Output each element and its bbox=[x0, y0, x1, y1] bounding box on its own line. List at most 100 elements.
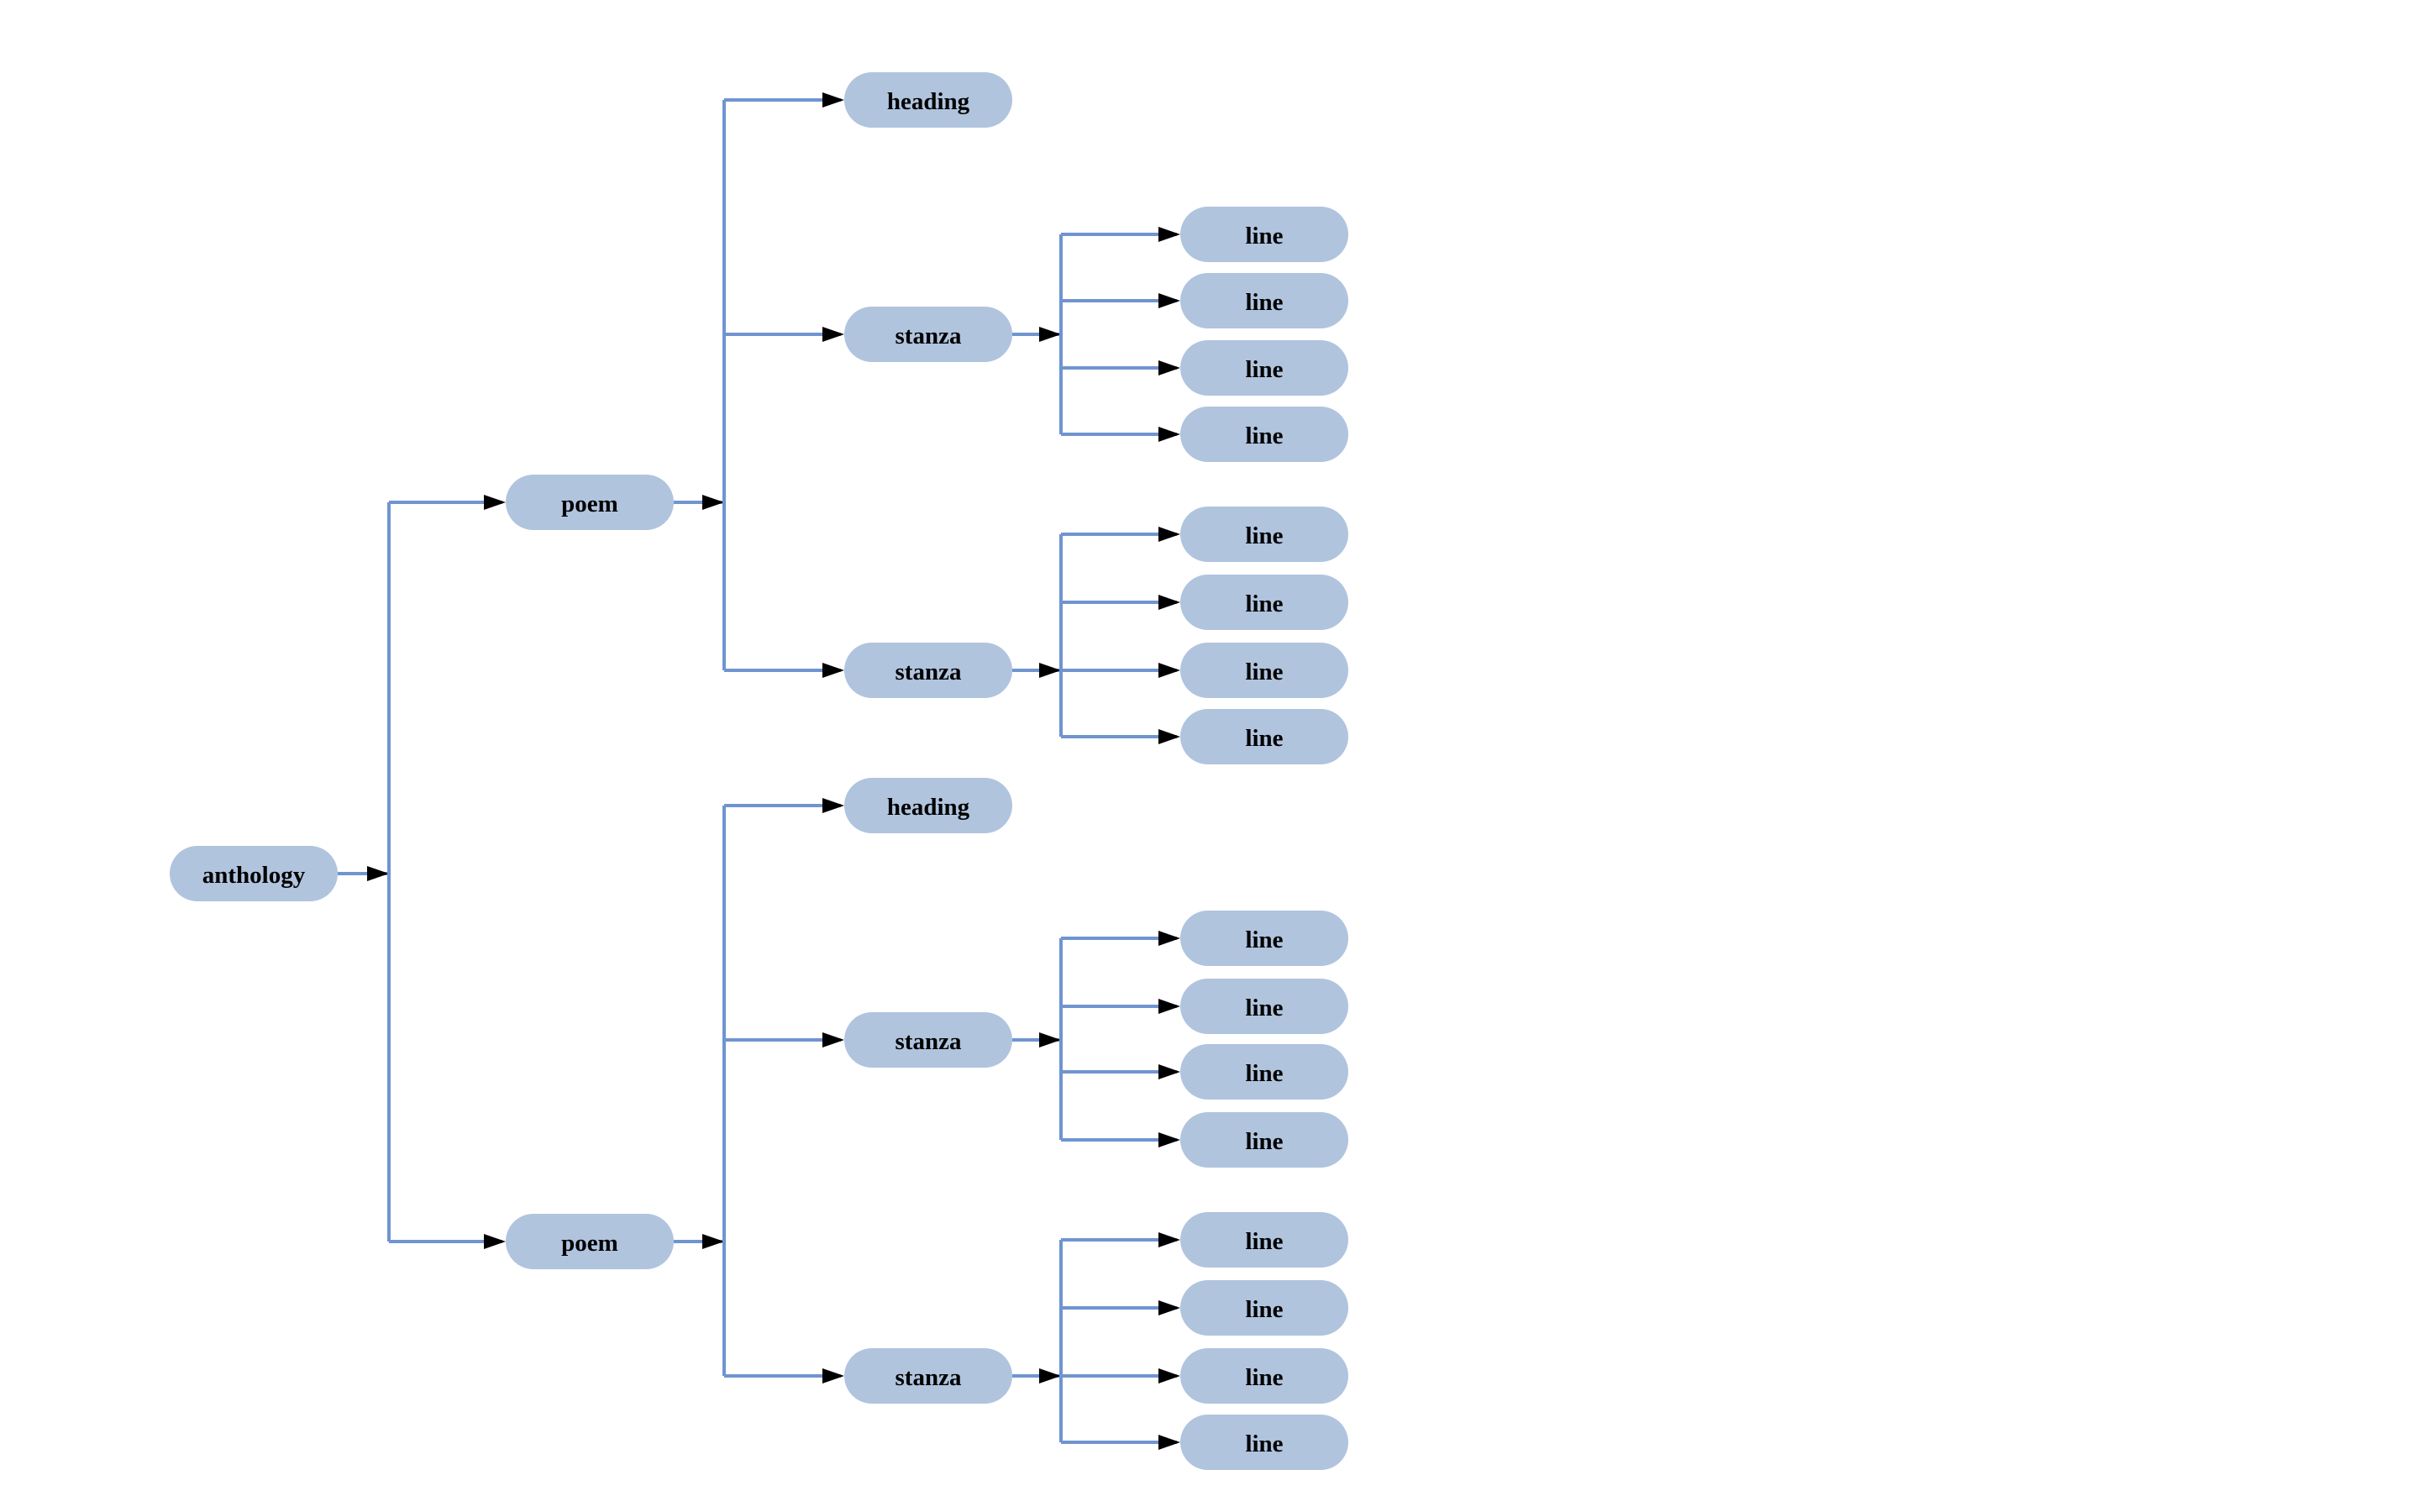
node-label: line bbox=[1245, 522, 1283, 549]
node-line-3: line bbox=[1180, 340, 1348, 396]
node-label: poem bbox=[561, 491, 618, 517]
node-label: line bbox=[1245, 289, 1283, 316]
node-shape bbox=[1180, 1112, 1348, 1168]
node-label: line bbox=[1245, 1431, 1283, 1457]
node-shape bbox=[1180, 507, 1348, 562]
arrowhead-icon bbox=[822, 1368, 844, 1383]
node-poem-1: poem bbox=[506, 475, 674, 530]
node-label: stanza bbox=[895, 323, 962, 349]
node-shape bbox=[844, 72, 1012, 128]
node-label: heading bbox=[887, 794, 970, 821]
node-shape bbox=[1180, 911, 1348, 966]
node-line-16: line bbox=[1180, 1415, 1348, 1470]
arrowhead-icon bbox=[484, 1234, 506, 1249]
arrowhead-icon bbox=[1039, 1032, 1061, 1047]
node-anthology: anthology bbox=[170, 846, 338, 901]
node-heading-1: heading bbox=[844, 72, 1012, 128]
arrowhead-icon bbox=[1158, 293, 1180, 308]
node-shape bbox=[170, 846, 338, 901]
node-line-14: line bbox=[1180, 1280, 1348, 1336]
node-stanza-2: stanza bbox=[844, 643, 1012, 698]
node-label: line bbox=[1245, 927, 1283, 953]
node-shape bbox=[844, 1012, 1012, 1068]
arrowhead-icon bbox=[1158, 729, 1180, 744]
node-line-1: line bbox=[1180, 207, 1348, 262]
node-line-10: line bbox=[1180, 979, 1348, 1034]
arrowhead-icon bbox=[822, 663, 844, 678]
node-shape bbox=[844, 307, 1012, 362]
node-label: anthology bbox=[202, 862, 306, 889]
node-heading-2: heading bbox=[844, 778, 1012, 833]
edges-layer bbox=[338, 92, 1180, 1450]
node-label: line bbox=[1245, 1364, 1283, 1391]
node-shape bbox=[1180, 1348, 1348, 1404]
node-shape bbox=[1180, 575, 1348, 630]
arrowhead-icon bbox=[1039, 1368, 1061, 1383]
node-shape bbox=[1180, 340, 1348, 396]
arrowhead-icon bbox=[1158, 1300, 1180, 1315]
node-label: stanza bbox=[895, 659, 962, 685]
node-stanza-1: stanza bbox=[844, 307, 1012, 362]
node-line-2: line bbox=[1180, 273, 1348, 328]
node-line-8: line bbox=[1180, 709, 1348, 764]
node-shape bbox=[506, 475, 674, 530]
node-label: line bbox=[1245, 995, 1283, 1021]
arrowhead-icon bbox=[1158, 931, 1180, 946]
node-label: line bbox=[1245, 1060, 1283, 1087]
arrowhead-icon bbox=[367, 866, 389, 881]
arrowhead-icon bbox=[1158, 1064, 1180, 1079]
node-shape bbox=[844, 1348, 1012, 1404]
node-line-11: line bbox=[1180, 1044, 1348, 1100]
arrowhead-icon bbox=[1158, 527, 1180, 542]
node-label: line bbox=[1245, 591, 1283, 617]
node-line-15: line bbox=[1180, 1348, 1348, 1404]
arrowhead-icon bbox=[1158, 1435, 1180, 1450]
arrowhead-icon bbox=[1158, 360, 1180, 375]
node-line-12: line bbox=[1180, 1112, 1348, 1168]
node-label: line bbox=[1245, 725, 1283, 752]
node-label: stanza bbox=[895, 1028, 962, 1055]
arrowhead-icon bbox=[1158, 1368, 1180, 1383]
node-shape bbox=[506, 1214, 674, 1269]
node-shape bbox=[844, 778, 1012, 833]
node-shape bbox=[844, 643, 1012, 698]
arrowhead-icon bbox=[702, 1234, 724, 1249]
node-label: line bbox=[1245, 659, 1283, 685]
arrowhead-icon bbox=[702, 495, 724, 510]
node-stanza-4: stanza bbox=[844, 1348, 1012, 1404]
node-shape bbox=[1180, 1280, 1348, 1336]
arrowhead-icon bbox=[1158, 427, 1180, 442]
node-label: line bbox=[1245, 356, 1283, 383]
node-label: line bbox=[1245, 1296, 1283, 1323]
node-line-7: line bbox=[1180, 643, 1348, 698]
arrowhead-icon bbox=[1158, 663, 1180, 678]
node-shape bbox=[1180, 643, 1348, 698]
node-shape bbox=[1180, 979, 1348, 1034]
node-shape bbox=[1180, 207, 1348, 262]
arrowhead-icon bbox=[1158, 595, 1180, 610]
node-shape bbox=[1180, 273, 1348, 328]
nodes-layer: anthology poem heading stanza line line line li… bbox=[170, 72, 1348, 1470]
node-shape bbox=[1180, 1415, 1348, 1470]
arrowhead-icon bbox=[1039, 663, 1061, 678]
node-shape bbox=[1180, 1044, 1348, 1100]
node-label: line bbox=[1245, 1128, 1283, 1155]
node-line-13: line bbox=[1180, 1212, 1348, 1268]
arrowhead-icon bbox=[822, 798, 844, 813]
arrowhead-icon bbox=[1158, 1232, 1180, 1247]
node-label: line bbox=[1245, 1228, 1283, 1255]
node-shape bbox=[1180, 1212, 1348, 1268]
node-shape bbox=[1180, 407, 1348, 462]
arrowhead-icon bbox=[822, 327, 844, 342]
arrowhead-icon bbox=[1158, 1132, 1180, 1147]
arrowhead-icon bbox=[822, 92, 844, 108]
node-line-5: line bbox=[1180, 507, 1348, 562]
node-stanza-3: stanza bbox=[844, 1012, 1012, 1068]
node-poem-2: poem bbox=[506, 1214, 674, 1269]
arrowhead-icon bbox=[1158, 999, 1180, 1014]
node-line-9: line bbox=[1180, 911, 1348, 966]
arrowhead-icon bbox=[822, 1032, 844, 1047]
node-line-6: line bbox=[1180, 575, 1348, 630]
